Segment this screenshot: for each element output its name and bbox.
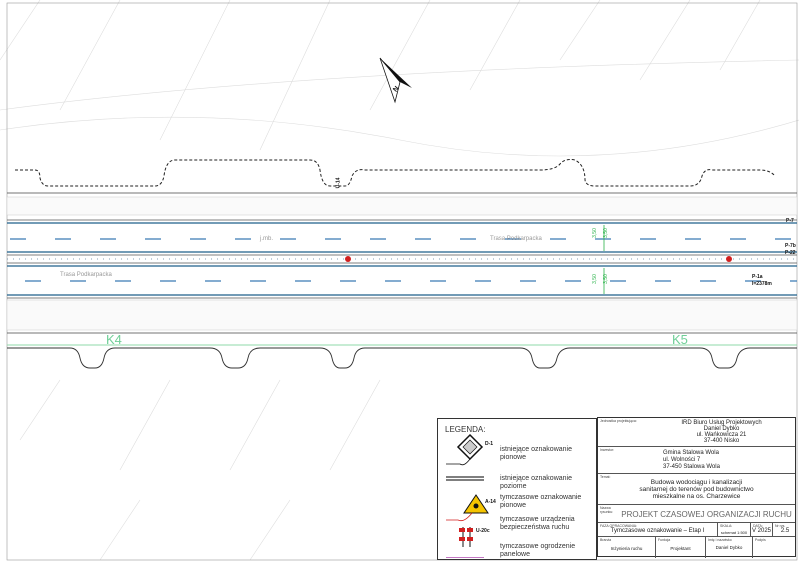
building-outlines xyxy=(15,159,776,187)
caption: Inwestor: xyxy=(600,448,615,452)
legend-item-label: tymczasowe ogrodzenie panelowe xyxy=(500,543,576,558)
km-marker-k5: K5 xyxy=(672,332,688,347)
caption: Podpis xyxy=(755,538,766,542)
caption: Funkcja xyxy=(658,538,671,542)
caption: Temat: xyxy=(600,475,611,479)
subject-line: sanitarnej do terenów pod budownictwo xyxy=(639,486,754,493)
caption: Branża xyxy=(600,538,612,542)
date-value: V 2025 xyxy=(751,528,772,534)
carriageway-edges xyxy=(7,222,797,296)
function-value: Projektant xyxy=(670,546,691,551)
caption: Jednostka projektująca: xyxy=(600,419,637,423)
investor-line: ul. Wolności 7 xyxy=(663,457,701,463)
designer-line: ul. Wańkowicza 21 xyxy=(696,432,747,438)
dimension-label: 3,50 xyxy=(591,274,598,284)
legend-code: A-14 xyxy=(485,499,496,505)
km-marker-k4: K4 xyxy=(106,332,122,347)
sign-label-p7b: P-7b xyxy=(785,243,796,249)
jmb-label: j.mb. xyxy=(260,236,274,242)
dimension-label: 3,50 xyxy=(591,228,598,238)
road-name-label-2: Trasa Podkarpacka xyxy=(60,272,112,278)
caption: Imię i nazwisko xyxy=(708,538,732,542)
phase-value: Tymczasowe oznakowanie – Etap I xyxy=(610,528,705,534)
dimension-label: 3,50 xyxy=(602,228,609,238)
designer-line: 37-400 Nisko xyxy=(703,438,740,444)
lane-markings xyxy=(10,238,797,282)
sign-label-u14: U-14 xyxy=(335,177,342,189)
caption: SKALA: xyxy=(720,524,733,528)
scale-value: schemat 1:500 xyxy=(720,530,748,535)
subject-line: mieszkalne na os. Charzewice xyxy=(652,493,741,500)
barrier-icon xyxy=(459,527,473,547)
diamond-sign-icon xyxy=(456,433,484,461)
legend-icons xyxy=(446,433,489,558)
road-name-label: Trasa Podkarpacka xyxy=(490,236,542,242)
sign-label-p1a: P-1a xyxy=(752,274,763,280)
legend-item-label: tymczasowe oznakowanie pionowe xyxy=(500,494,582,509)
legend-item-label: tymczasowe urządzenia bezpieczeństwa ruc… xyxy=(500,516,575,531)
title-block: Jednostka projektująca: IRD Biuro Usług … xyxy=(597,417,796,558)
temporary-signs xyxy=(345,256,732,262)
legend-item-label: istniejące oznakowanie poziome xyxy=(500,475,572,490)
roadwork-sign-icon xyxy=(726,256,732,262)
dimension-label: 3,50 xyxy=(602,274,609,284)
lower-plot-outline xyxy=(7,347,797,369)
investor-line: 37-450 Stalowa Wola xyxy=(663,464,720,470)
branch-value: Inżynieria ruchu xyxy=(610,546,643,551)
legend-code: U-20c xyxy=(476,528,490,534)
sign-label-p7: P-7 xyxy=(786,218,794,224)
north-arrow-icon xyxy=(379,57,412,104)
legend-title: LEGENDA: xyxy=(445,425,486,434)
roadwork-sign-icon xyxy=(463,494,489,514)
designer-line: IRD Biuro Usług Projektowych xyxy=(681,420,762,426)
drawing-name: PROJEKT CZASOWEJ ORGANIZACJI RUCHU xyxy=(621,510,792,519)
sign-label-p1a-length: l=2378m xyxy=(752,281,772,287)
subject-line: Budowa wodociągu i kanalizacji xyxy=(650,479,743,486)
roadwork-sign-icon xyxy=(345,256,351,262)
curb-bands xyxy=(6,196,798,331)
caption: DATA: xyxy=(753,524,763,528)
legend-code: D-1 xyxy=(485,441,494,447)
sign-label-p22: P-22 xyxy=(785,250,796,256)
caption: Nazwa rysunku: xyxy=(600,506,614,514)
number-value: 2.5 xyxy=(780,528,790,534)
designer-line: Daniel Dybko xyxy=(703,426,740,432)
name-value: Daniel Dybko xyxy=(715,545,743,550)
caption: Nr rys. xyxy=(775,524,786,528)
double-line-icon xyxy=(446,476,484,481)
caption: FAZA OPRACOWANIA: xyxy=(600,524,638,528)
legend-item-label: istniejące oznakowanie pionowe xyxy=(500,446,572,461)
investor-line: Gmina Stalowa Wola xyxy=(663,450,719,456)
legend-box: LEGENDA: D-1 A-14 U-20c istniejące oznak… xyxy=(437,418,597,560)
